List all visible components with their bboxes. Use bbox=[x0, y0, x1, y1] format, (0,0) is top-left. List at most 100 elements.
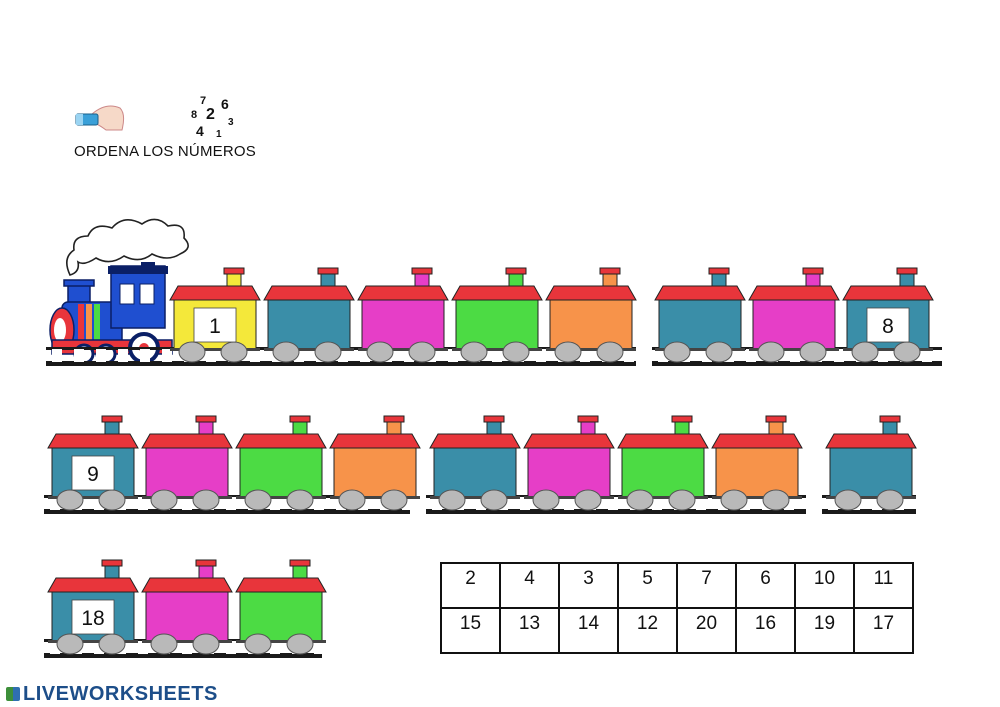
number-tile[interactable]: 3 bbox=[558, 562, 619, 609]
scatter-digit: 6 bbox=[221, 96, 229, 112]
car-chimney-cap bbox=[411, 267, 433, 275]
train bbox=[822, 415, 917, 514]
car-chimney-cap bbox=[765, 415, 787, 423]
car-chassis bbox=[430, 496, 520, 499]
number-tile[interactable]: 11 bbox=[853, 562, 914, 609]
car-roof bbox=[169, 285, 261, 301]
car-chimney bbox=[899, 273, 915, 288]
car-wheel bbox=[408, 341, 436, 363]
car-chimney-cap bbox=[708, 267, 730, 275]
number-tile[interactable]: 6 bbox=[735, 562, 796, 609]
car-roof bbox=[235, 577, 327, 593]
car-body bbox=[145, 591, 229, 643]
train-car bbox=[263, 267, 355, 363]
train-car bbox=[825, 415, 917, 511]
car-body bbox=[333, 447, 417, 499]
track-rail bbox=[44, 509, 410, 514]
train-car bbox=[329, 415, 421, 511]
number-tile[interactable]: 5 bbox=[617, 562, 678, 609]
track-tie bbox=[314, 641, 324, 654]
car-wheel bbox=[98, 633, 126, 655]
train-car bbox=[451, 267, 543, 363]
track-rail bbox=[426, 495, 806, 498]
scatter-digit: 3 bbox=[228, 117, 234, 128]
track-tie bbox=[828, 497, 838, 510]
track-tie bbox=[50, 641, 60, 654]
liveworksheets-logo: LIVEWORKSHEETS bbox=[6, 683, 218, 706]
number-tile[interactable]: 19 bbox=[794, 607, 855, 654]
track-tie bbox=[696, 497, 706, 510]
track-tie bbox=[52, 349, 62, 362]
train-car bbox=[141, 415, 233, 511]
number-tile[interactable]: 14 bbox=[558, 607, 619, 654]
car-chassis bbox=[264, 348, 354, 351]
track-tie bbox=[118, 349, 128, 362]
track-tie bbox=[834, 349, 844, 362]
car-chassis bbox=[48, 640, 138, 643]
car-wheel bbox=[720, 489, 748, 511]
car-body bbox=[267, 299, 351, 351]
train-car: 18 bbox=[47, 559, 139, 655]
number-tile[interactable]: 4 bbox=[499, 562, 560, 609]
car-chimney bbox=[602, 273, 618, 288]
track-tie bbox=[520, 497, 530, 510]
number-tile[interactable]: 15 bbox=[440, 607, 501, 654]
train-car bbox=[235, 415, 327, 511]
train-car bbox=[357, 267, 449, 363]
car-chimney-cap bbox=[671, 415, 693, 423]
number-tile[interactable]: 16 bbox=[735, 607, 796, 654]
track-tie bbox=[94, 497, 104, 510]
car-wheel bbox=[150, 489, 178, 511]
number-tile[interactable]: 17 bbox=[853, 607, 914, 654]
car-roof bbox=[47, 577, 139, 593]
number-tile[interactable]: 2 bbox=[440, 562, 501, 609]
car-wheel bbox=[799, 341, 827, 363]
car-wheel bbox=[554, 341, 582, 363]
train-car: 8 bbox=[842, 267, 934, 363]
car-chassis bbox=[48, 496, 138, 499]
train-car bbox=[523, 415, 615, 511]
car-wheel bbox=[150, 633, 178, 655]
car-chassis bbox=[826, 496, 916, 499]
scatter-digit: 7 bbox=[200, 95, 207, 107]
track-tie bbox=[536, 349, 546, 362]
car-chimney-cap bbox=[317, 267, 339, 275]
cab bbox=[110, 265, 166, 329]
track-tie bbox=[50, 497, 60, 510]
car-wheel bbox=[178, 341, 206, 363]
number-tile[interactable]: 7 bbox=[676, 562, 737, 609]
car-chassis bbox=[330, 496, 420, 499]
car-chimney bbox=[226, 273, 242, 288]
train-car bbox=[141, 559, 233, 655]
car-body bbox=[455, 299, 539, 351]
car-chimney-cap bbox=[802, 267, 824, 275]
car-roof bbox=[451, 285, 543, 301]
number-tile[interactable]: 10 bbox=[794, 562, 855, 609]
car-chimney bbox=[104, 421, 120, 436]
train: 18 bbox=[44, 559, 327, 658]
car-chassis bbox=[546, 348, 636, 351]
car-chimney-cap bbox=[577, 415, 599, 423]
car-chimney bbox=[580, 421, 596, 436]
car-body bbox=[239, 591, 323, 643]
car-number: 9 bbox=[87, 463, 99, 486]
car-wheel bbox=[626, 489, 654, 511]
car-body bbox=[239, 447, 323, 499]
car-wheel bbox=[56, 489, 84, 511]
number-tile[interactable]: 20 bbox=[676, 607, 737, 654]
number-grid: 2 4 3 5 7 6 10 11 15 13 14 12 20 16 19 1… bbox=[440, 562, 914, 654]
number-tile[interactable]: 13 bbox=[499, 607, 560, 654]
car-wheel bbox=[286, 633, 314, 655]
track-tie bbox=[580, 349, 590, 362]
car-wheel bbox=[192, 633, 220, 655]
track-tie bbox=[226, 497, 236, 510]
track-tie bbox=[138, 497, 148, 510]
car-chassis bbox=[749, 348, 839, 351]
scatter-digit: 1 bbox=[216, 129, 222, 140]
car-chassis bbox=[524, 496, 614, 499]
scatter-digit: 2 bbox=[206, 106, 215, 123]
number-tile[interactable]: 12 bbox=[617, 607, 678, 654]
car-number: 18 bbox=[81, 607, 104, 630]
number-card bbox=[71, 455, 115, 491]
